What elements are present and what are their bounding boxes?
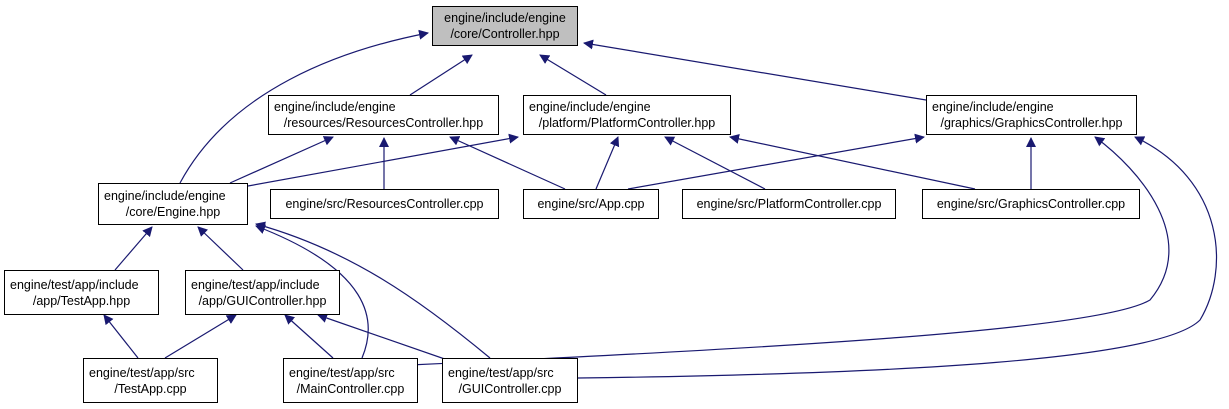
node-platform-controller-cpp[interactable]: engine/src/PlatformController.cpp <box>682 189 896 219</box>
edge-guicontroller-cpp-to-guicontroller-hpp <box>317 313 463 366</box>
node-label-line2: /app/GUIController.hpp <box>198 293 327 308</box>
node-resources-controller-cpp[interactable]: engine/src/ResourcesController.cpp <box>270 189 499 219</box>
node-label-line1: engine/test/app/src <box>448 365 554 380</box>
edge-guicontroller-cpp-to-graphics-hpp <box>577 136 1217 379</box>
node-label-line2: /TestApp.cpp <box>114 381 187 396</box>
edge-maincontroller-cpp-to-engine-hpp <box>255 224 369 359</box>
node-label-line1: engine/include/engine <box>932 100 1054 114</box>
node-label-line2: /MainController.cpp <box>296 381 405 396</box>
node-label: engine/src/App.cpp <box>537 197 645 211</box>
node-label-line1: engine/include/engine <box>444 11 566 25</box>
edge-maincontroller-cpp-to-graphics-hpp <box>409 136 1170 366</box>
node-label-line1: engine/include/engine <box>274 100 396 114</box>
edge-guicontroller-hpp-to-engine-hpp <box>197 226 244 271</box>
edge-app-cpp-to-graphics-hpp <box>627 133 925 190</box>
edge-graphics-hpp-to-controller-hpp <box>583 39 927 101</box>
node-maincontroller-cpp[interactable]: engine/test/app/src /MainController.cpp <box>283 358 418 403</box>
edge-platform-hpp-to-controller-hpp <box>539 54 607 96</box>
edge-testapp-cpp-to-testapp-hpp <box>103 314 139 359</box>
edge-engine-hpp-to-platform-hpp <box>247 133 519 187</box>
node-label-line2: /core/Controller.hpp <box>450 27 560 41</box>
node-label: engine/src/ResourcesController.cpp <box>285 197 484 211</box>
node-testapp-hpp[interactable]: engine/test/app/include /app/TestApp.hpp <box>4 270 159 315</box>
node-label-line1: engine/test/app/src <box>289 365 395 380</box>
edge-guicontroller-cpp-to-engine-hpp <box>255 221 491 359</box>
node-label: engine/src/PlatformController.cpp <box>696 197 882 211</box>
node-app-cpp[interactable]: engine/src/App.cpp <box>523 189 659 219</box>
node-guicontroller-hpp[interactable]: engine/test/app/include /app/GUIControll… <box>185 270 340 315</box>
node-engine-hpp[interactable]: engine/include/engine /core/Engine.hpp <box>98 183 248 225</box>
node-testapp-cpp[interactable]: engine/test/app/src /TestApp.cpp <box>83 358 218 403</box>
node-label-line2: /platform/PlatformController.hpp <box>538 116 716 130</box>
edge-graphics-cpp-to-platform-hpp <box>729 133 976 190</box>
node-label-line2: /core/Engine.hpp <box>125 205 221 219</box>
node-label-line2: /app/TestApp.hpp <box>32 293 131 308</box>
edge-platform-cpp-to-platform-hpp <box>664 136 766 190</box>
edge-testapp-hpp-to-engine-hpp <box>114 226 153 271</box>
node-label-line2: /resources/ResourcesController.hpp <box>283 116 484 130</box>
node-resources-controller-hpp[interactable]: engine/include/engine /resources/Resourc… <box>268 95 499 135</box>
node-label-line1: engine/test/app/include <box>191 277 320 292</box>
node-label-line1: engine/include/engine <box>104 189 226 203</box>
node-label: engine/src/GraphicsController.cpp <box>936 197 1126 211</box>
edge-app-cpp-to-resources-hpp <box>449 136 566 190</box>
node-controller-hpp[interactable]: engine/include/engine /core/Controller.h… <box>432 6 578 46</box>
edge-maincontroller-cpp-to-guicontroller-hpp <box>284 314 334 359</box>
node-label-line2: /graphics/GraphicsController.hpp <box>940 116 1123 130</box>
node-guicontroller-cpp[interactable]: engine/test/app/src /GUIController.cpp <box>442 358 578 403</box>
node-label-line2: /GUIController.cpp <box>458 381 562 396</box>
node-graphics-controller-hpp[interactable]: engine/include/engine /graphics/Graphics… <box>926 95 1137 135</box>
node-label-line1: engine/include/engine <box>529 100 651 114</box>
node-label-line1: engine/test/app/src <box>89 365 195 380</box>
node-platform-controller-hpp[interactable]: engine/include/engine /platform/Platform… <box>523 95 731 135</box>
node-graphics-controller-cpp[interactable]: engine/src/GraphicsController.cpp <box>922 189 1140 219</box>
edge-engine-hpp-to-resources-hpp <box>229 136 334 184</box>
edge-resources-hpp-to-controller-hpp <box>409 54 473 96</box>
edge-testapp-cpp-to-guicontroller-hpp <box>164 314 237 359</box>
node-label-line1: engine/test/app/include <box>10 277 139 292</box>
edge-app-cpp-to-platform-hpp <box>595 136 620 190</box>
edge-engine-hpp-to-controller-hpp <box>179 29 429 184</box>
